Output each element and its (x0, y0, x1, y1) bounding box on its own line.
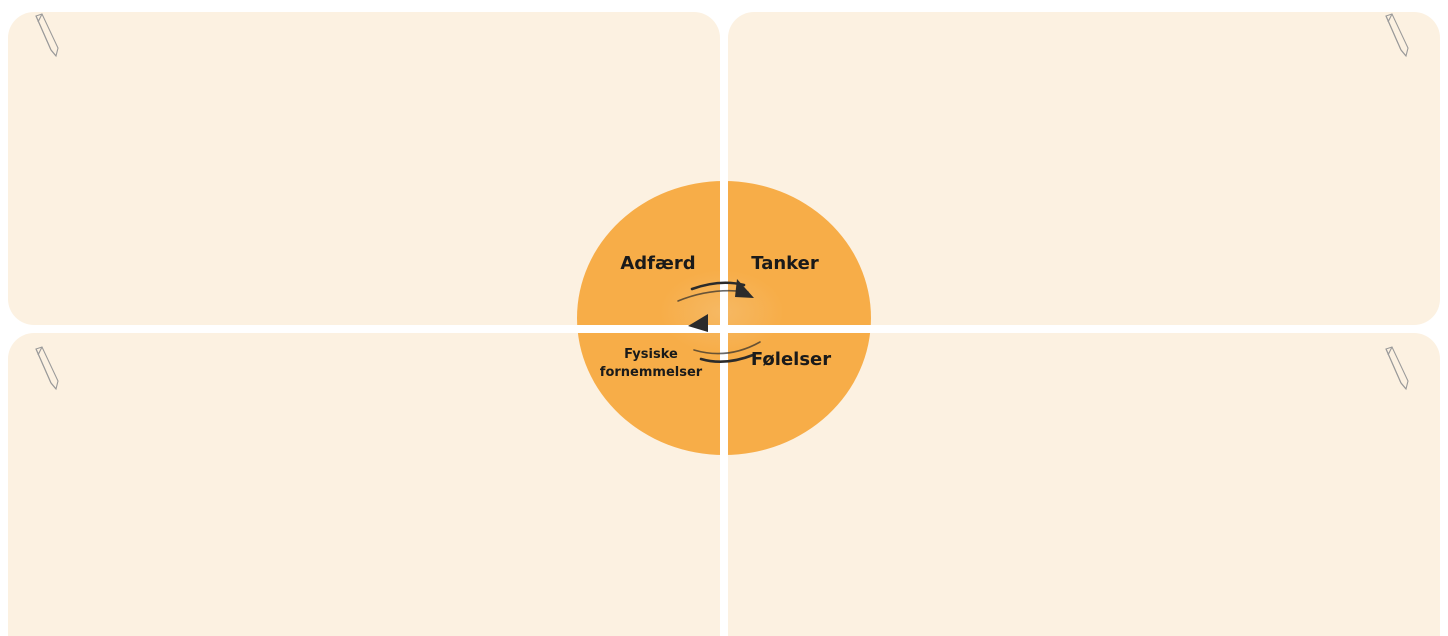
pencil-icon (32, 12, 62, 60)
horizontal-divider (570, 325, 878, 333)
writing-panel-top-left[interactable] (8, 12, 720, 325)
vertical-divider (720, 176, 728, 460)
writing-panel-bottom-left[interactable] (8, 333, 720, 636)
pencil-icon (1382, 12, 1412, 60)
writing-panel-bottom-right[interactable] (728, 333, 1440, 636)
pencil-icon (32, 345, 62, 393)
pencil-icon (1382, 345, 1412, 393)
writing-panel-top-right[interactable] (728, 12, 1440, 325)
